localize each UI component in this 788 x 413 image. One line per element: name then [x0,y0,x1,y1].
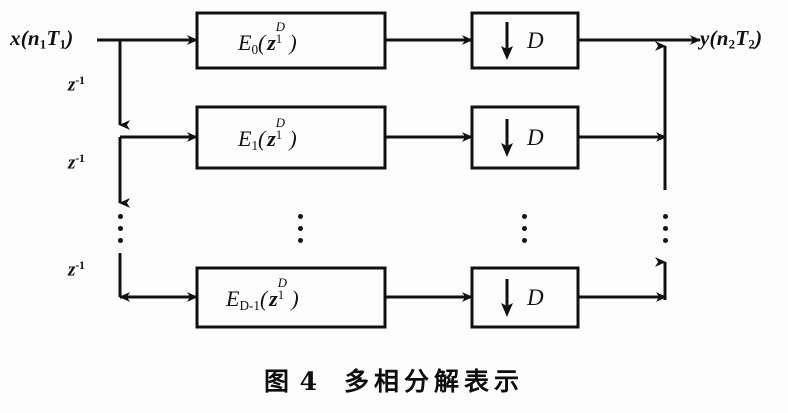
vertical-ellipsis-icon-decimator-column [522,214,527,243]
figure-caption: 图 4 多相分解表示 [0,362,788,398]
figure-caption-text: 多相分解表示 [344,367,525,396]
vertical-ellipsis-icon-summing-bus [663,214,668,243]
decimator-block-rect-2 [470,266,580,329]
decimator-block-rect-0 [470,11,580,70]
vertical-ellipsis-icon-delay-line [118,214,123,243]
decimator-down-arrow-icon-0 [501,22,513,60]
output-signal-label: y(n2T2) [700,26,763,52]
decimator-factor-label-0: D [527,28,544,53]
decimator-down-arrow-icon-2 [501,279,513,317]
vertical-ellipsis-icon-filter-column [298,214,303,243]
decimator-factor-label-2: D [527,285,544,310]
decimator-factor-label-1: D [527,125,544,150]
delay-label-3: z-1 [68,259,85,281]
input-signal-label: x(n1T1) [10,26,74,52]
figure-caption-number: 图 4 [263,367,319,396]
delay-label-1: z-1 [68,74,85,96]
delay-label-2: z-1 [68,152,85,174]
decimator-down-arrow-icon-1 [501,119,513,157]
decimator-block-rect-1 [470,105,580,170]
